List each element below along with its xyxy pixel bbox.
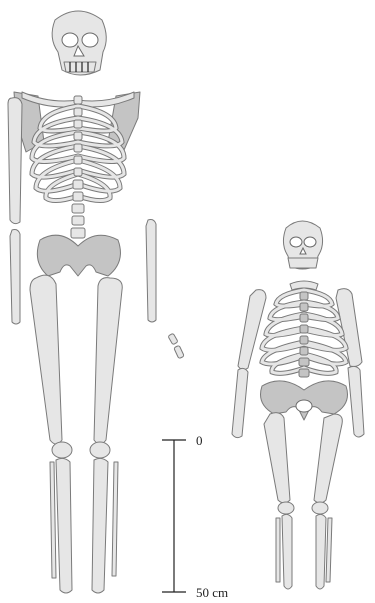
large-hand-fragment (174, 345, 185, 358)
large-left-knee (52, 442, 72, 458)
small-right-tibia (316, 514, 326, 589)
small-left-femur (264, 413, 290, 503)
scale-bar: 0 50 cm (162, 433, 228, 600)
large-left-forearm (10, 230, 20, 325)
small-right-forearm (348, 366, 364, 437)
scale-top-label: 0 (196, 433, 203, 448)
large-right-fibula (112, 462, 118, 576)
small-skeleton (232, 221, 364, 589)
scale-bottom-label: 50 cm (196, 585, 228, 600)
large-skull (52, 11, 106, 75)
small-spine (299, 292, 309, 377)
large-right-forearm (146, 220, 156, 323)
large-pelvis (37, 235, 120, 276)
small-right-knee (312, 502, 328, 514)
small-right-fibula (326, 518, 332, 582)
large-left-tibia (56, 458, 72, 593)
small-left-tibia (282, 514, 292, 589)
large-left-fibula (50, 462, 56, 578)
small-pelvis-opening (296, 400, 312, 412)
small-right-femur (314, 414, 342, 503)
large-right-tibia (92, 458, 108, 593)
small-left-knee (278, 502, 294, 514)
large-hand-fragment (168, 333, 178, 345)
small-left-fibula (276, 518, 280, 582)
small-skull (283, 221, 322, 269)
large-right-femur (94, 278, 122, 444)
large-right-knee (90, 442, 110, 458)
large-left-femur (30, 275, 62, 444)
small-left-forearm (232, 368, 248, 437)
large-left-humerus (8, 98, 22, 224)
large-skeleton (8, 11, 184, 593)
